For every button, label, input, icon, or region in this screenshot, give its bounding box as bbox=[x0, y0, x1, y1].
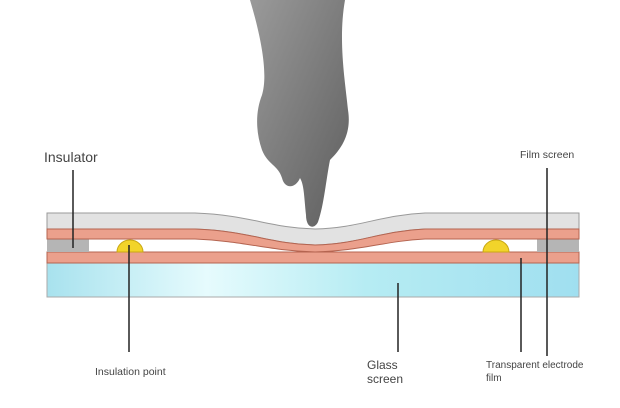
electrode-label-line1: Transparent electrode bbox=[486, 360, 584, 371]
bottom-electrode-film bbox=[46, 251, 580, 264]
electrode-label-line2: film bbox=[486, 373, 502, 384]
insulator-label: Insulator bbox=[44, 149, 98, 165]
film-screen-label: Film screen bbox=[520, 149, 574, 161]
top-electrode-film bbox=[46, 228, 580, 253]
insulator-right bbox=[537, 239, 579, 252]
insulator-left bbox=[47, 239, 89, 252]
insulation-point-right bbox=[482, 239, 510, 253]
insulation-point-label: Insulation point bbox=[95, 366, 166, 378]
insulation-point-left bbox=[116, 239, 144, 253]
glass-screen-label-line2: screen bbox=[367, 372, 403, 386]
glass-screen-layer bbox=[46, 262, 580, 298]
finger-hand bbox=[250, 0, 349, 227]
glass-screen-label-line1: Glass bbox=[367, 358, 398, 372]
